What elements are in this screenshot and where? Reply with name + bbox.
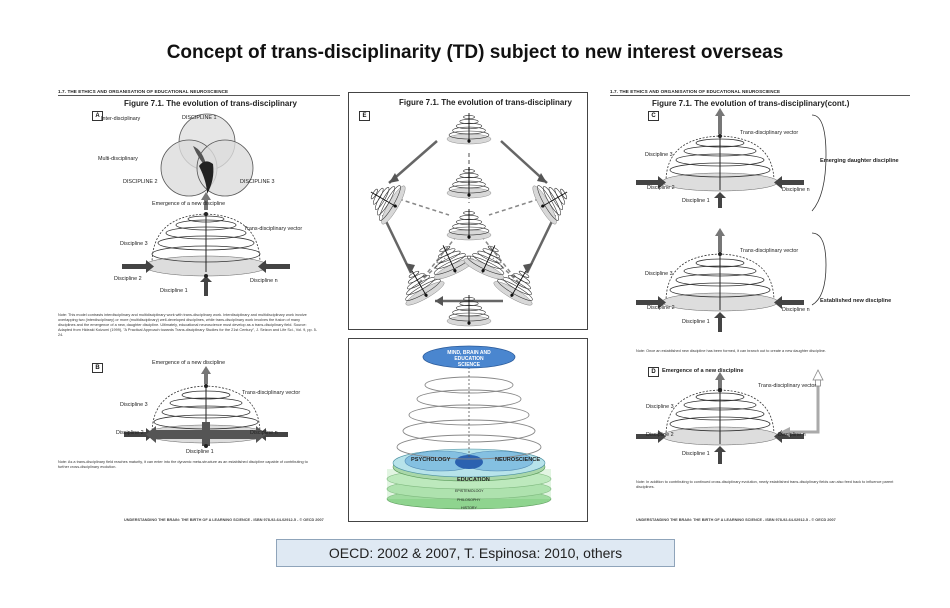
philosophy-label: PHILOSOPHY	[457, 498, 481, 502]
panel-d-discipline-2: Discipline 2	[646, 432, 674, 438]
left-header-rule	[58, 95, 340, 96]
panel-a-td-vector-label: Trans-disciplinary vector	[244, 226, 303, 232]
right-figure-title: Figure 7.1. The evolution of trans-disci…	[652, 99, 850, 108]
panel-c-upper-d2: Discipline 2	[647, 185, 675, 191]
left-page-header: 1.7. THE ETHICS AND ORGANISATION OF EDUC…	[58, 89, 229, 94]
mbe-science-label: MIND, BRAIN AND EDUCATION SCIENCE	[447, 350, 491, 368]
panel-b-discipline-n: Discipline n	[250, 430, 278, 436]
discipline-1-venn-label: DISCIPLINE 1	[182, 115, 217, 121]
psychology-label: PSYCHOLOGY	[411, 457, 451, 463]
panel-d-box: D	[648, 367, 659, 377]
spiral-panel: MIND, BRAIN AND EDUCATION SCIENCE PSYCHO…	[348, 338, 588, 522]
panel-b-box: B	[92, 363, 103, 373]
multi-disciplinary-label: Multi-disciplinary	[98, 156, 138, 162]
panel-e: Figure 7.1. The evolution of trans-disci…	[348, 92, 588, 330]
panel-c-box: C	[648, 111, 659, 121]
neuroscience-label: NEUROSCIENCE	[495, 457, 541, 463]
panel-c-upper-dome	[636, 108, 804, 208]
panel-b-note: Note: As a trans-disciplinary field reac…	[58, 460, 308, 469]
panel-b-discipline-2: Discipline 2	[116, 430, 144, 436]
panel-b-td-vector-label: Trans-disciplinary vector	[242, 390, 301, 396]
panel-a-discipline-2: Discipline 2	[114, 276, 142, 282]
panel-c-note: Note: Once an established new discipline…	[636, 349, 826, 353]
mini-dome	[532, 185, 568, 225]
panel-c-lower-d2: Discipline 2	[647, 305, 675, 311]
mini-dome	[463, 245, 505, 280]
discipline-2-venn-label: DISCIPLINE 2	[123, 179, 158, 185]
discipline-3-venn-label: DISCIPLINE 3	[240, 179, 275, 185]
panel-b-dome	[124, 366, 288, 448]
panel-b-emergence-label: Emergence of a new discipline	[152, 360, 226, 366]
education-label: EDUCATION	[457, 477, 490, 483]
center-figure-title: Figure 7.1. The evolution of trans-disci…	[399, 98, 572, 107]
panel-c-lower-d1: Discipline 1	[682, 319, 710, 325]
panel-c-td-vector-upper: Trans-disciplinary vector	[740, 130, 799, 136]
history-label: HISTORY	[461, 506, 477, 510]
established-new-label: Established new discipline	[820, 298, 892, 304]
panel-d-note: Note: In addition to contributing to con…	[636, 480, 894, 489]
panel-d-discipline-1: Discipline 1	[682, 451, 710, 457]
mini-dome	[446, 295, 492, 327]
panel-d-dome	[636, 369, 824, 464]
panel-c-lower-d3: Discipline 3	[645, 271, 673, 277]
mini-dome	[446, 209, 492, 241]
panel-a-discipline-n: Discipline n	[250, 278, 278, 284]
panel-a-discipline-1: Discipline 1	[160, 288, 188, 294]
panel-c-upper-d1: Discipline 1	[682, 198, 710, 204]
panel-c-upper-d3: Discipline 3	[645, 152, 673, 158]
left-figure-title: Figure 7.1. The evolution of trans-disci…	[124, 99, 297, 108]
panel-c-td-vector-lower: Trans-disciplinary vector	[740, 248, 799, 254]
panel-b-discipline-3: Discipline 3	[120, 402, 148, 408]
mini-domes	[370, 113, 568, 327]
venn-diagram	[160, 113, 254, 197]
panel-d-td-vector-label: Trans-disciplinary vector	[758, 383, 817, 389]
inter-disciplinary-label: Inter-disciplinary	[101, 116, 141, 122]
spiral-diagram	[386, 345, 552, 510]
mini-dome	[370, 185, 406, 225]
slide-title: Concept of trans-disciplinarity (TD) sub…	[166, 42, 784, 63]
mini-dome	[446, 113, 492, 145]
panel-a-discipline-3: Discipline 3	[120, 241, 148, 247]
panel-d-discipline-n: Discipline n	[778, 432, 806, 438]
right-page-header: 1.7. THE ETHICS AND ORGANISATION OF EDUC…	[610, 89, 781, 94]
mini-dome	[446, 167, 492, 199]
panel-a-emergence-label: Emergence of a new discipline	[152, 201, 226, 207]
mini-dome	[493, 270, 533, 306]
panel-a-note: Note: This model contrasts interdiscipli…	[58, 313, 318, 337]
source-caption: OECD: 2002 & 2007, T. Espinosa: 2010, ot…	[276, 539, 675, 567]
left-page-footer: UNDERSTANDING THE BRAIN: THE BIRTH OF A …	[124, 518, 324, 522]
panel-c-lower-dome	[636, 228, 804, 332]
panel-e-box: E	[359, 111, 370, 121]
panel-c-brace	[811, 114, 827, 306]
right-page-footer: UNDERSTANDING THE BRAIN: THE BIRTH OF A …	[636, 518, 836, 522]
panel-d-emergence-label: Emergence of a new discipline	[662, 368, 744, 374]
right-header-rule	[610, 95, 910, 96]
panel-c-upper-dn: Discipline n	[782, 187, 810, 193]
panel-c-lower-dn: Discipline n	[782, 307, 810, 313]
panel-d-discipline-3: Discipline 3	[646, 404, 674, 410]
epistemology-label: EPISTEMOLOGY	[455, 489, 484, 493]
panel-a-dome	[122, 192, 290, 296]
panel-a-box: A	[92, 111, 103, 121]
mini-dome	[405, 270, 445, 306]
panel-b-discipline-1: Discipline 1	[186, 449, 214, 455]
emerging-daughter-label: Emerging daughter discipline	[820, 158, 899, 164]
